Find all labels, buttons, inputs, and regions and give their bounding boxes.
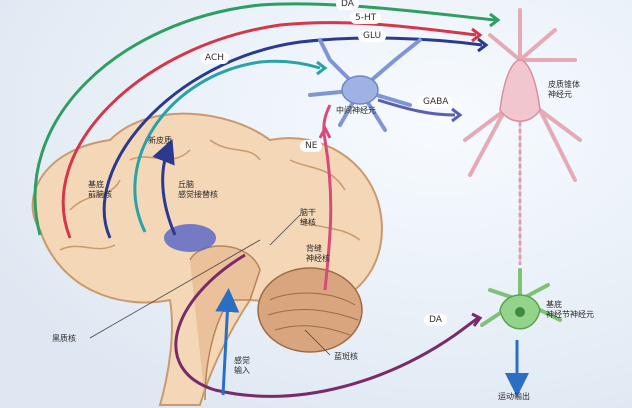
sensory-input-label: 感觉 输入 <box>234 356 250 375</box>
thalamus-to-cortex-arrow <box>152 138 177 236</box>
glu-label: GLU <box>358 30 387 42</box>
gaba-label: GABA <box>418 96 454 108</box>
da-bottom-pathway <box>174 253 483 398</box>
raphe-label: 脑干 缝核 <box>300 208 316 227</box>
motor-output-label: 运动输出 <box>498 392 530 401</box>
5ht-pathway <box>61 21 483 239</box>
locus-coeruleus-label: 蓝斑核 <box>334 352 358 361</box>
basal-ganglia-neuron <box>480 268 562 330</box>
da-bottom-label: DA <box>424 314 447 326</box>
interneuron-label: 中间神经元 <box>336 106 376 115</box>
thalamus-label: 丘脑 感觉接替核 <box>178 180 218 199</box>
brain <box>31 112 383 406</box>
ne-label: NE <box>300 140 323 152</box>
label-pointers <box>89 214 331 356</box>
pyramidal-neuron-label: 皮质锥体 神经元 <box>548 80 580 99</box>
interneuron <box>308 38 463 132</box>
5ht-label: 5-HT <box>350 12 382 24</box>
ne-pathway <box>318 104 333 291</box>
da-top-label: DA <box>336 0 359 10</box>
pyramidal-neuron <box>463 8 582 265</box>
ach-pathway <box>133 59 328 233</box>
ach-label: ACH <box>200 52 230 64</box>
sensory-input-arrow <box>215 288 240 396</box>
neocortex-label: 新皮质 <box>148 136 172 145</box>
basal-forebrain-label: 基底 前脑核 <box>88 180 112 199</box>
da-pathway <box>33 2 501 236</box>
substantia-nigra-label: 黑质核 <box>52 334 76 343</box>
locus-label: 背缝 神经核 <box>306 244 330 263</box>
basal-ganglia-label: 基底 神经节神经元 <box>546 300 594 319</box>
